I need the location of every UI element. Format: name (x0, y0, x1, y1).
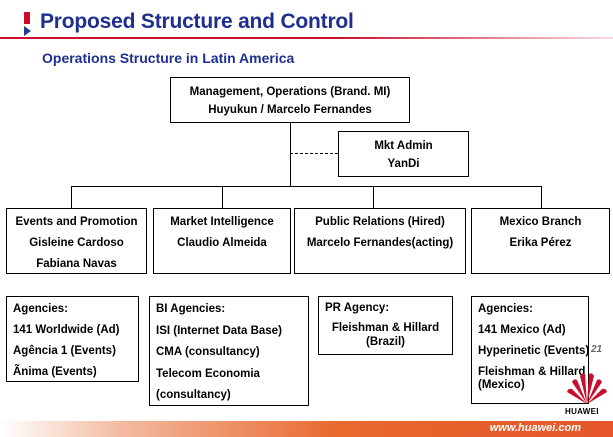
agency-item: (Brazil) (366, 336, 405, 348)
connector-branch-1 (71, 186, 72, 208)
org-node-title: Management, Operations (Brand. MI) (189, 86, 391, 98)
agency-heading: PR Agency: (325, 302, 390, 314)
agency-item: Agência 1 (Events) (13, 345, 116, 357)
connector-branch-3 (373, 186, 374, 208)
agency-item: Fleishman & Hillard (478, 366, 586, 378)
org-node-title: Public Relations (Hired) (315, 216, 445, 228)
agency-item: Fleishman & Hillard (331, 322, 440, 334)
org-node-public-relations: Public Relations (Hired) Marcelo Fernand… (294, 208, 466, 274)
page-number: 21 (591, 344, 603, 355)
agency-item: Ãnima (Events) (13, 366, 97, 378)
org-node-title: Mexico Branch (499, 216, 582, 228)
footer-bar (0, 421, 613, 437)
org-node-mkt-admin: Mkt Admin YanDi (338, 131, 469, 177)
connector-branch-2 (222, 186, 223, 208)
connector-staff-dashed (290, 153, 338, 154)
org-node-person: Huyukun / Marcelo Fernandes (208, 104, 372, 116)
title-divider (0, 37, 613, 39)
agency-box-events: Agencies: 141 Worldwide (Ad) Agência 1 (… (6, 296, 139, 382)
page-title: Proposed Structure and Control (40, 10, 354, 33)
agency-item: ISI (Internet Data Base) (156, 324, 282, 337)
footer-url: www.huawei.com (489, 422, 581, 434)
org-node-person: YanDi (387, 158, 420, 170)
agency-item: 141 Mexico (Ad) (478, 324, 566, 336)
org-node-market-intelligence: Market Intelligence Claudio Almeida (153, 208, 291, 274)
huawei-logo-icon (567, 373, 607, 404)
org-node-root: Management, Operations (Brand. MI) Huyuk… (170, 77, 410, 123)
connector-root-down (290, 123, 291, 186)
org-node-person: Erika Pérez (509, 237, 572, 249)
agency-heading: Agencies: (13, 303, 68, 315)
agency-item: (Mexico) (478, 379, 525, 391)
org-node-person: Marcelo Fernandes(acting) (306, 237, 454, 249)
connector-horizontal-bus (71, 186, 541, 187)
org-node-title: Events and Promotion (15, 216, 138, 228)
connector-branch-4 (541, 186, 542, 208)
agency-box-mexico: Agencies: 141 Mexico (Ad) Hyperinetic (E… (471, 296, 589, 404)
page-subtitle: Operations Structure in Latin America (42, 50, 295, 66)
agency-item: (consultancy) (156, 389, 231, 401)
org-node-person: Claudio Almeida (177, 237, 267, 249)
org-node-title: Mkt Admin (374, 140, 433, 152)
agency-heading: Agencies: (478, 303, 533, 315)
agency-item: Hyperinetic (Events) (478, 345, 590, 357)
agency-heading: BI Agencies: (156, 303, 226, 315)
footer-brand: HUAWEI (565, 407, 599, 416)
agency-box-pr: PR Agency: Fleishman & Hillard (Brazil) (318, 296, 453, 355)
org-node-person: Fabiana Navas (36, 258, 117, 270)
agency-item: Telecom Economia (156, 367, 260, 380)
agency-item: 141 Worldwide (Ad) (13, 324, 120, 336)
org-node-mexico-branch: Mexico Branch Erika Pérez (471, 208, 610, 274)
agency-box-bi: BI Agencies: ISI (Internet Data Base) CM… (149, 296, 309, 406)
org-node-person: Gisleine Cardoso (29, 237, 124, 249)
agency-item: CMA (consultancy) (156, 346, 260, 358)
title-bullet-icon (24, 12, 33, 40)
org-node-events-promotion: Events and Promotion Gisleine Cardoso Fa… (6, 208, 147, 274)
org-node-title: Market Intelligence (170, 216, 274, 228)
